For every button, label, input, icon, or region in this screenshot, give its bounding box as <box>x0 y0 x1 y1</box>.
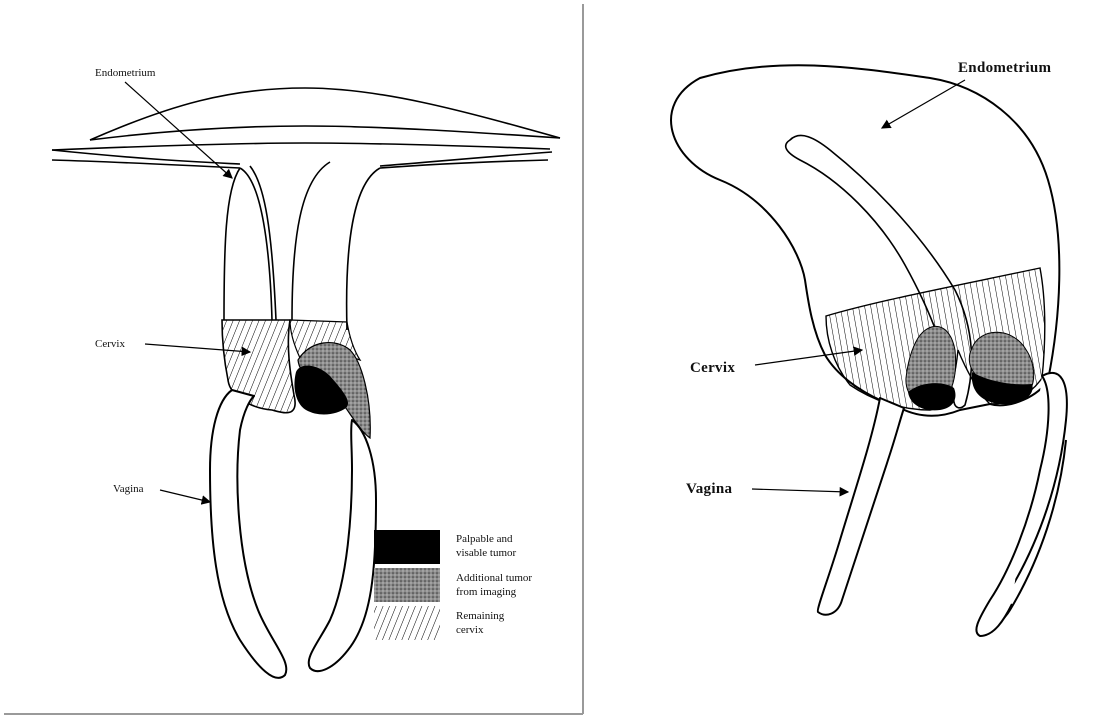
legend-label-line: Additional tumor <box>456 572 532 584</box>
legend-label-line: Remaining <box>456 610 505 622</box>
legend-item-palpable: Palpable and visable tumor <box>374 530 517 564</box>
vagina-frontal <box>210 390 376 678</box>
legend-label-line: visable tumor <box>456 547 517 559</box>
gray-stipple-swatch <box>374 568 440 602</box>
label-cervix-left: Cervix <box>95 338 125 350</box>
arrow-vagina-left <box>160 490 210 502</box>
label-cervix-right: Cervix <box>690 360 735 376</box>
arrow-vagina-right <box>752 489 848 492</box>
legend-label-line: from imaging <box>456 586 517 598</box>
hatch-swatch <box>374 606 440 640</box>
legend-label-line: cervix <box>456 624 484 636</box>
legend-item-cervix: Remaining cervix <box>374 606 505 640</box>
uterus-frontal <box>52 88 560 330</box>
legend-label-line: Palpable and <box>456 533 513 545</box>
right-panel: Endometrium Cervix Vagina <box>671 60 1067 636</box>
left-panel: Endometrium Cervix Vagina Palpable and v… <box>4 4 583 714</box>
label-endometrium-right: Endometrium <box>958 60 1052 76</box>
legend: Palpable and visable tumor Additional tu… <box>374 530 532 640</box>
legend-item-imaging: Additional tumor from imaging <box>374 568 532 602</box>
label-vagina-left: Vagina <box>113 483 144 495</box>
solid-black-swatch <box>374 530 440 564</box>
label-vagina-right: Vagina <box>686 481 732 497</box>
label-endometrium-left: Endometrium <box>95 67 156 79</box>
tumor-left-diagram <box>294 343 370 438</box>
